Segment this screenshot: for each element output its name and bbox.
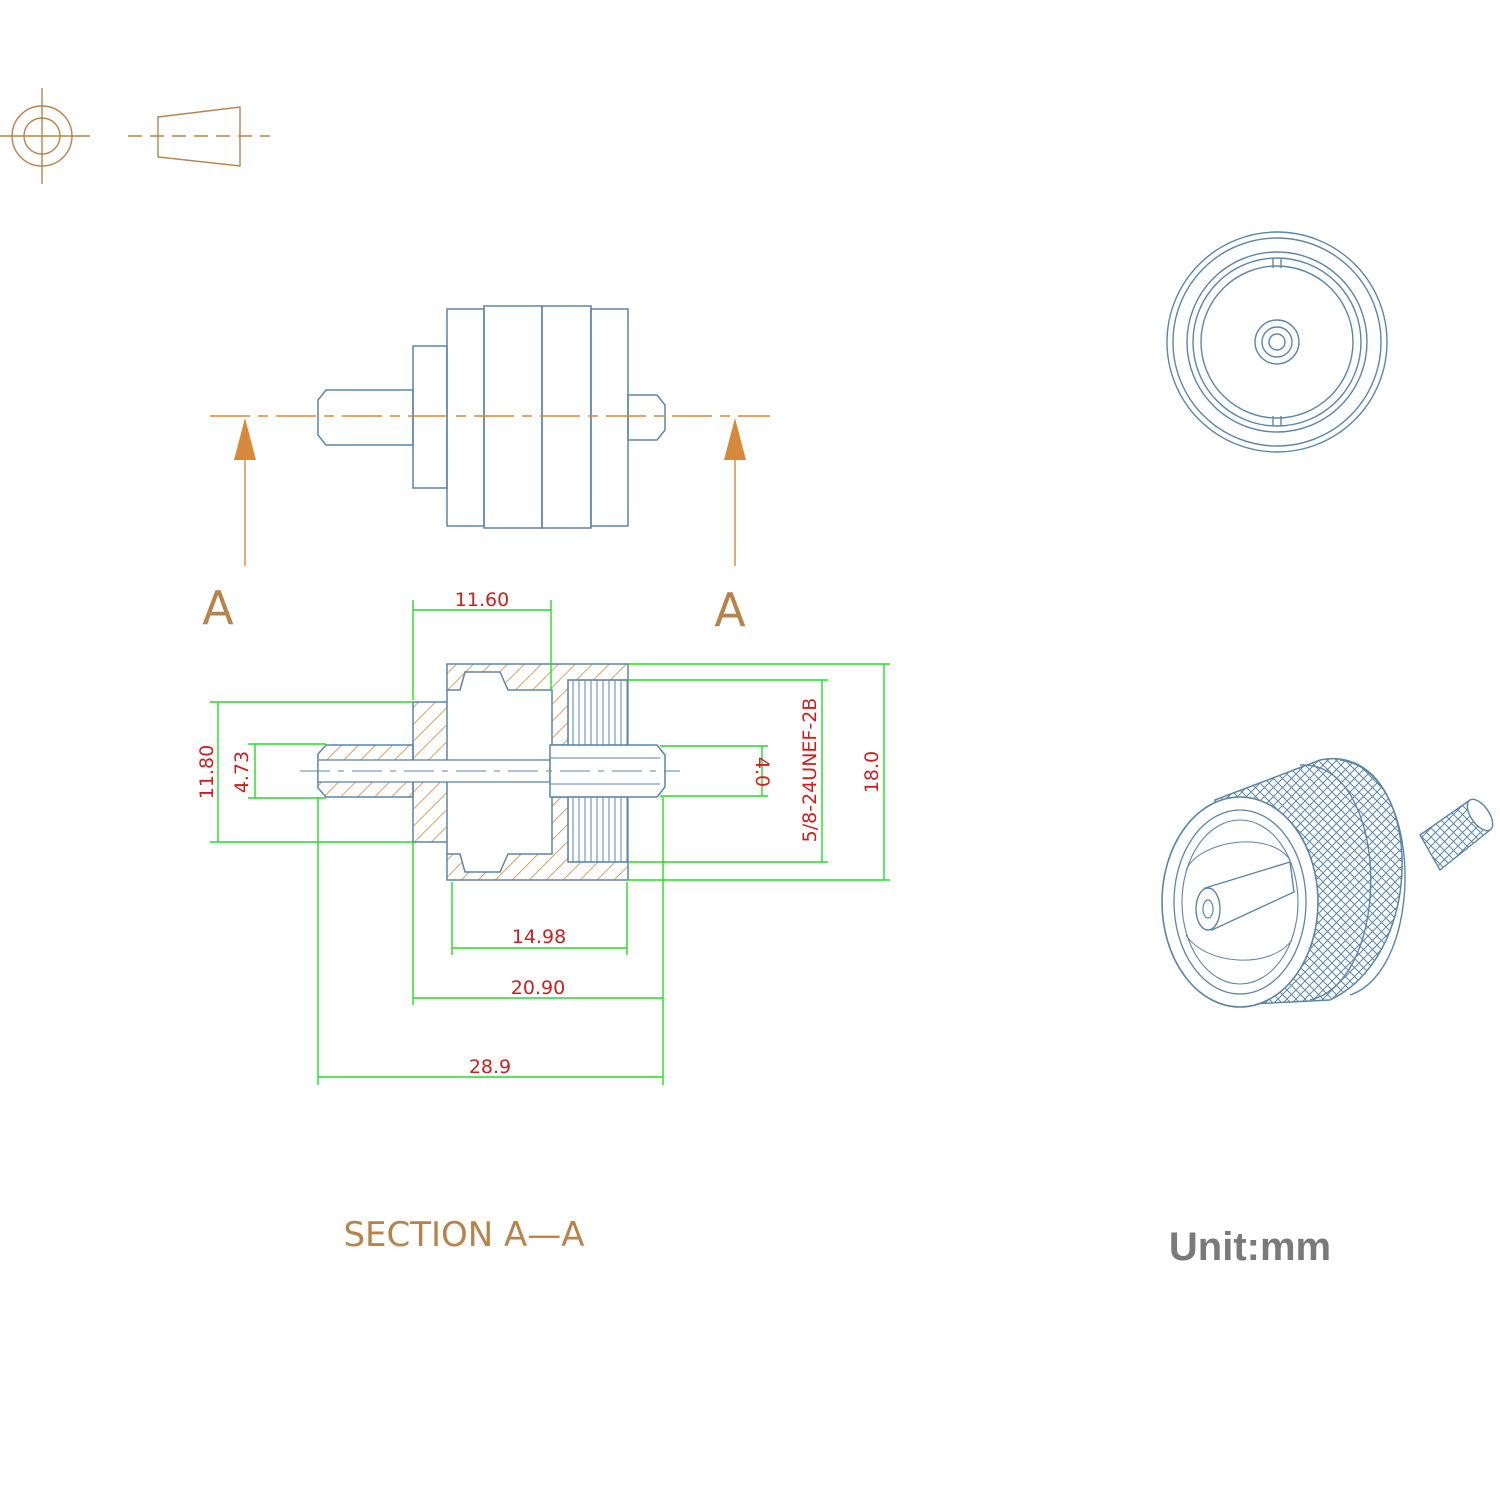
dim-11-80: 11.80 (196, 745, 218, 799)
perspective-view (1161, 757, 1494, 1008)
section-title: SECTION A—A (343, 1215, 584, 1255)
dim-4-73: 4.73 (231, 751, 253, 793)
dim-11-60: 11.60 (455, 589, 509, 611)
section-view (300, 663, 680, 881)
dimension-lines (210, 600, 890, 1085)
section-marker-left: A (202, 581, 234, 635)
dim-thread-spec: 5/8-24UNEF-2B (799, 698, 821, 843)
dim-4-0: 4.0 (751, 757, 773, 787)
front-view (1166, 231, 1388, 453)
side-view (317, 305, 666, 529)
first-angle-projection-icon (0, 88, 270, 184)
unit-label: Unit:mm (1169, 1225, 1331, 1269)
dim-14-98: 14.98 (512, 926, 566, 948)
section-marker-right: A (714, 583, 746, 637)
cutting-plane (210, 415, 770, 566)
dim-20-90: 20.90 (511, 977, 565, 999)
dim-28-9: 28.9 (469, 1056, 511, 1078)
dim-18-0: 18.0 (861, 751, 883, 793)
